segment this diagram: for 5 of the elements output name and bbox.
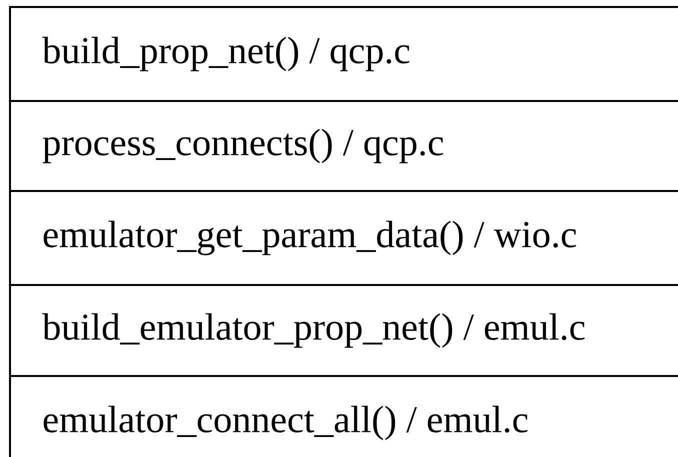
- function-row: emulator_get_param_data() / wio.c: [9, 190, 678, 286]
- function-row: build_prop_net() / qcp.c: [9, 6, 678, 102]
- function-row: process_connects() / qcp.c: [9, 100, 678, 192]
- function-row: emulator_connect_all() / emul.c: [9, 374, 678, 457]
- function-row: build_emulator_prop_net() / emul.c: [9, 284, 678, 377]
